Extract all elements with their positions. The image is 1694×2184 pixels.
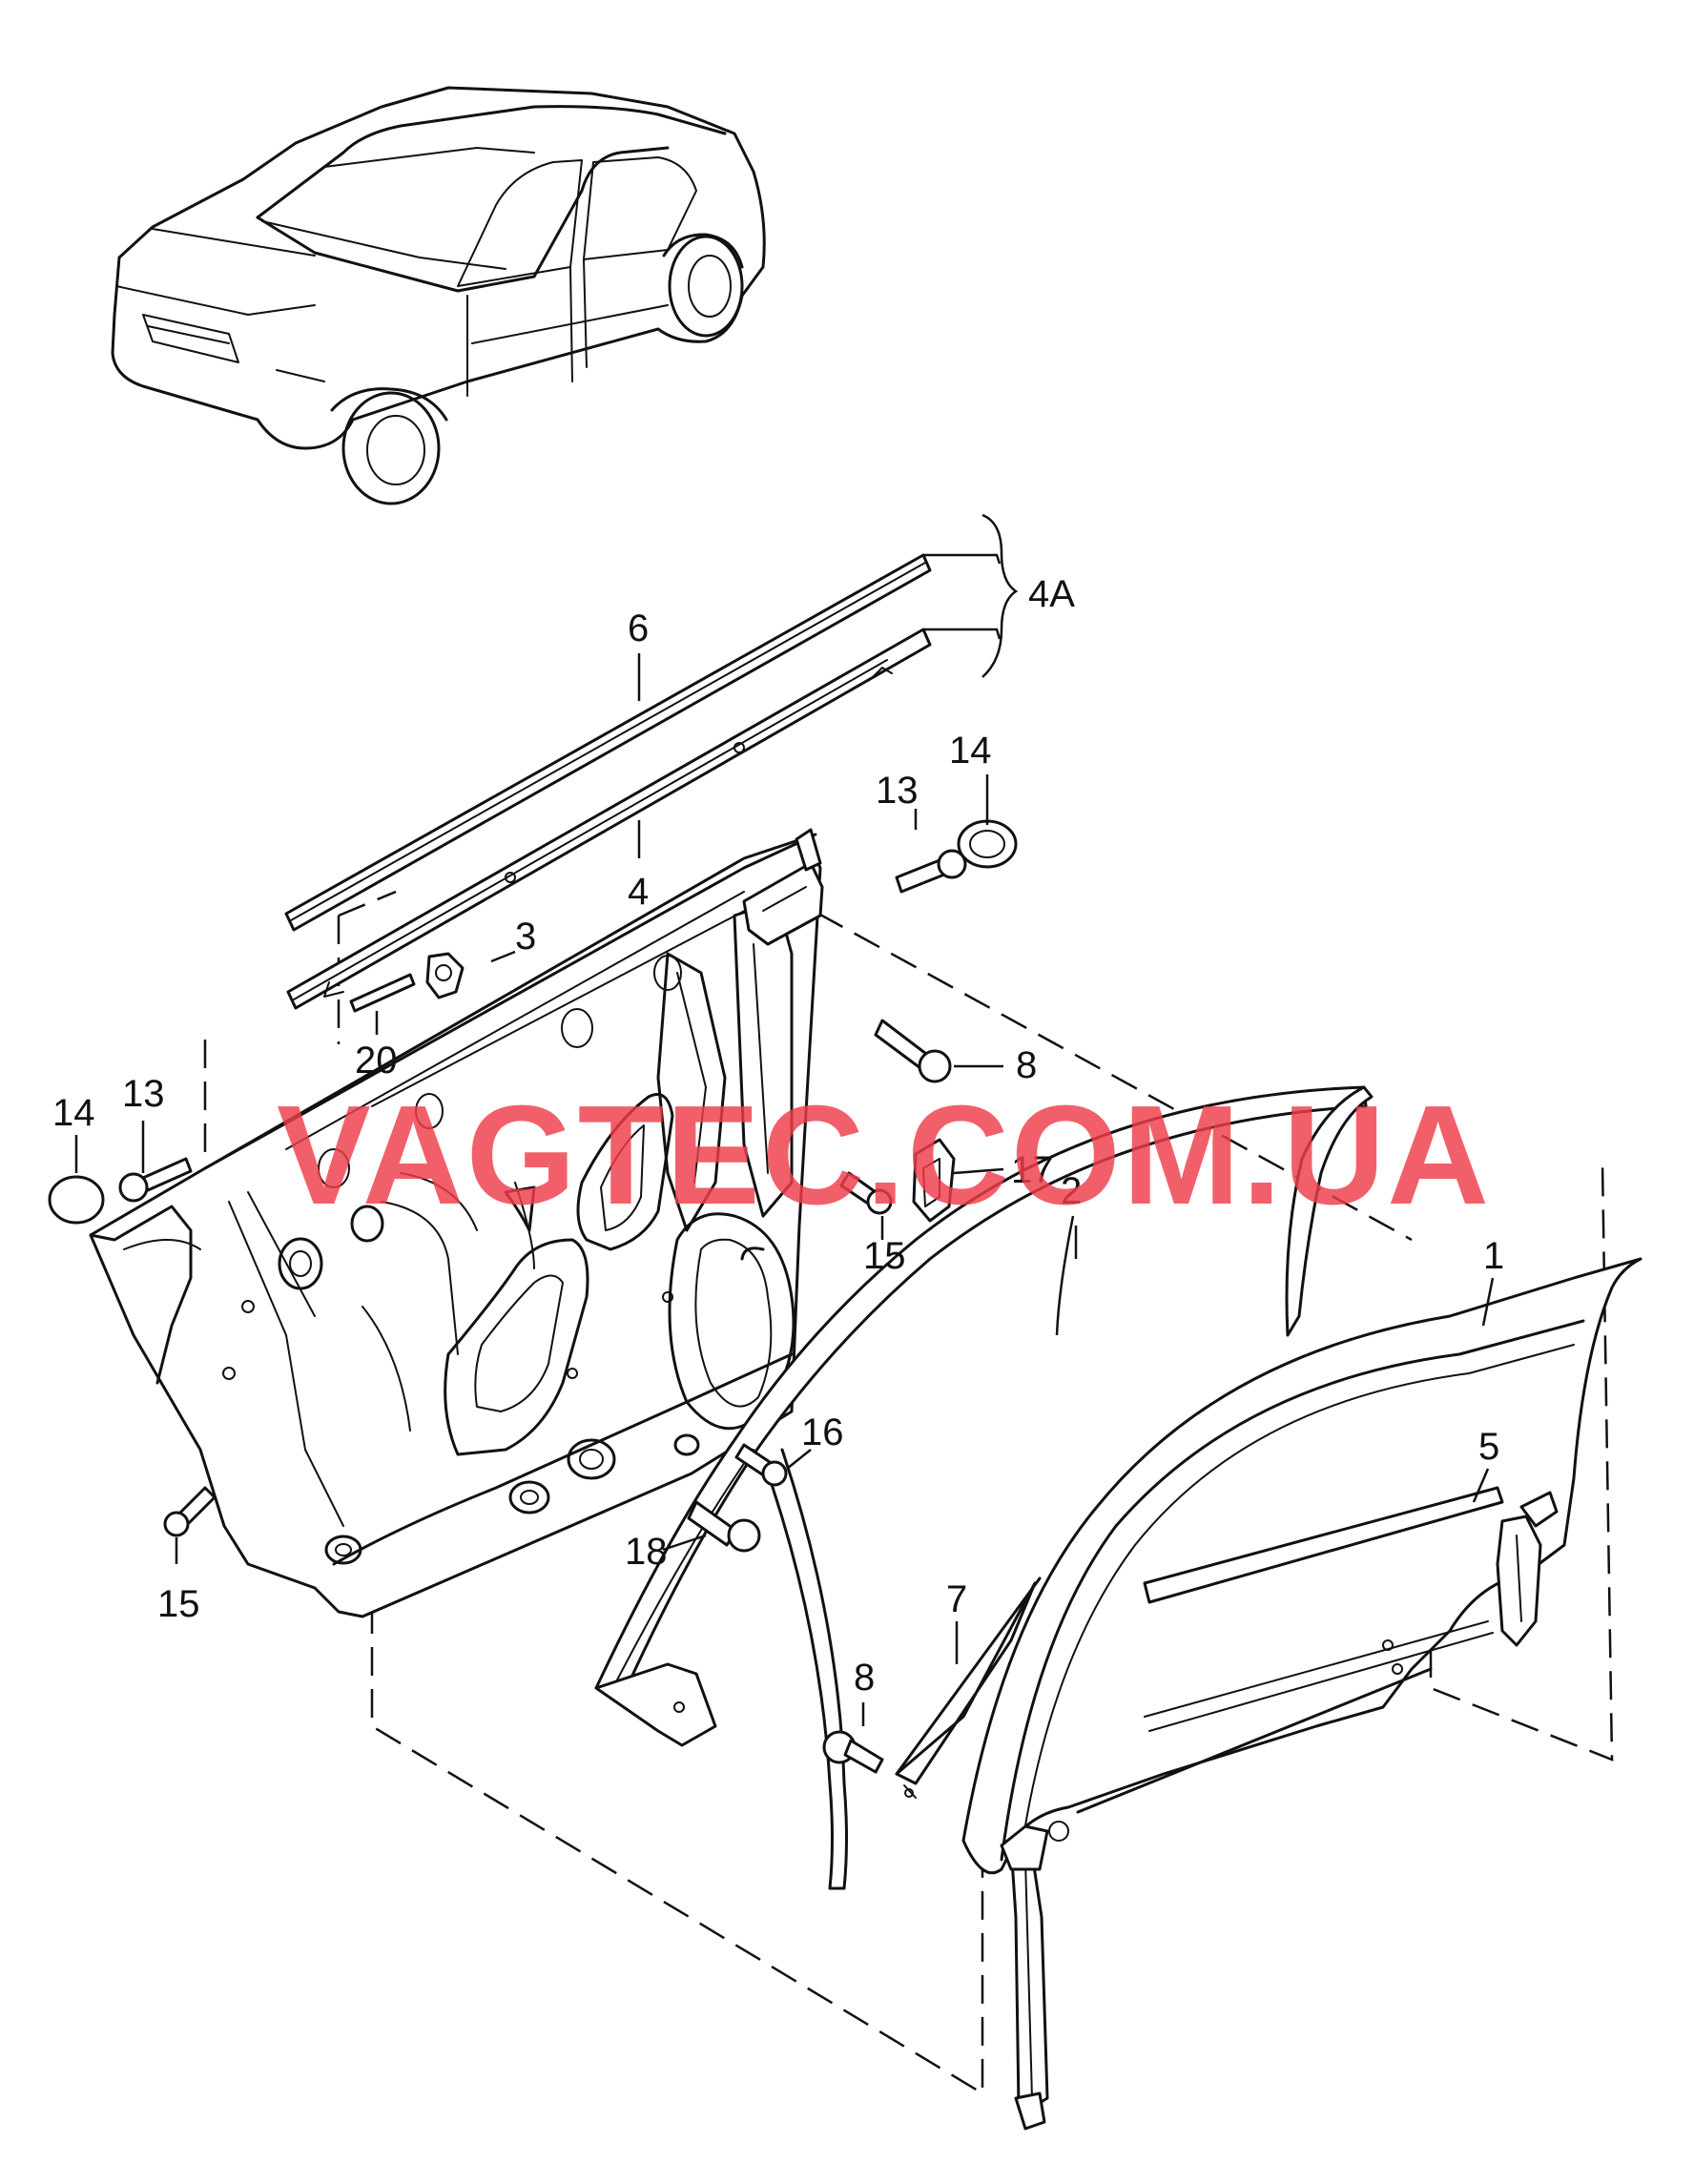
callout-16: 16 (801, 1411, 844, 1453)
part-18-bolt (687, 1500, 738, 1547)
callout-4a: 4A (1028, 573, 1075, 615)
callout-13-left: 13 (122, 1073, 165, 1115)
callout-13-right: 13 (876, 770, 919, 812)
fasteners (48, 819, 1018, 1774)
part-20-clip-strip (349, 973, 416, 1013)
callout-2: 2 (1061, 1170, 1082, 1212)
callout-labels: 1 2 3 4 4A 5 6 7 8 8 13 13 14 14 15 15 1… (52, 573, 1504, 1699)
part-7-quarter-window (895, 1576, 1042, 1799)
watermark-text: VAGTEC.COM.UA (277, 1077, 1491, 1234)
door-inner-panel (89, 833, 822, 1618)
leader-lines (74, 513, 1495, 1726)
callout-17: 17 (1011, 1149, 1054, 1191)
part-4-window-seal (286, 628, 932, 1010)
callout-3: 3 (515, 916, 536, 958)
callout-7: 7 (946, 1578, 967, 1620)
callout-1: 1 (1483, 1235, 1504, 1277)
part-14-cap-right (957, 819, 1018, 869)
upper-hinge-bracket (742, 828, 824, 946)
callout-8-lower: 8 (854, 1657, 875, 1699)
callout-20: 20 (355, 1040, 398, 1082)
car-overview-illustration (111, 86, 766, 505)
callout-15-left: 15 (157, 1583, 200, 1625)
callout-8-upper: 8 (1016, 1044, 1037, 1086)
part-1-door-frame (961, 1257, 1642, 2131)
callout-18: 18 (625, 1531, 668, 1573)
callout-14-right: 14 (949, 730, 992, 772)
part-17-gasket (912, 1138, 956, 1223)
part-6-window-strip (284, 553, 932, 932)
part-14-cap-left (48, 1175, 105, 1225)
callout-5: 5 (1478, 1426, 1499, 1468)
part-3-clip (425, 952, 465, 999)
callout-6: 6 (628, 608, 649, 649)
callout-4: 4 (628, 871, 649, 913)
callout-15-right: 15 (863, 1235, 906, 1277)
callout-14-left: 14 (52, 1092, 95, 1134)
